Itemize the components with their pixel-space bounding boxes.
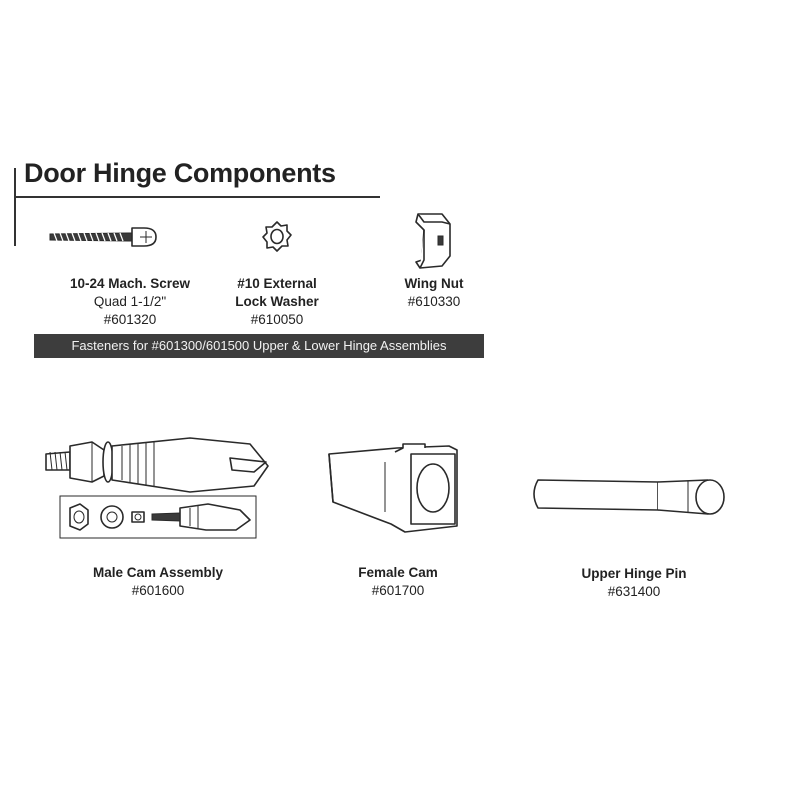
item-part-number: #631400 bbox=[607, 584, 661, 599]
part-male-cam-assembly: Male Cam Assembly #601600 bbox=[68, 564, 248, 600]
machine-screw-icon bbox=[49, 227, 157, 247]
fastener-item-wing-nut: Wing Nut #610330 bbox=[364, 275, 504, 311]
male-cam-assembly-icon bbox=[45, 437, 269, 539]
item-subtitle: Lock Washer bbox=[235, 294, 319, 309]
header-underline bbox=[14, 196, 380, 198]
page-title: Door Hinge Components bbox=[24, 158, 336, 188]
item-name: Wing Nut bbox=[404, 276, 464, 291]
item-name: #10 External bbox=[237, 276, 317, 291]
lock-washer-icon bbox=[262, 221, 292, 252]
item-name: Female Cam bbox=[358, 565, 438, 580]
fasteners-banner: Fasteners for #601300/601500 Upper & Low… bbox=[34, 334, 484, 358]
fastener-item-machine-screw: 10-24 Mach. Screw Quad 1-1/2" #601320 bbox=[40, 275, 220, 329]
female-cam-icon bbox=[328, 443, 458, 533]
part-upper-hinge-pin: Upper Hinge Pin #631400 bbox=[544, 565, 724, 601]
item-part-number: #610050 bbox=[250, 312, 304, 327]
wing-nut-icon bbox=[415, 213, 451, 269]
item-subtitle: Quad 1-1/2" bbox=[93, 294, 167, 309]
part-female-cam: Female Cam #601700 bbox=[318, 564, 478, 600]
item-part-number: #601700 bbox=[371, 583, 425, 598]
item-part-number: #601320 bbox=[103, 312, 157, 327]
fastener-item-lock-washer: #10 External Lock Washer #610050 bbox=[197, 275, 357, 329]
header-vertical-rule bbox=[14, 168, 16, 246]
item-name: Male Cam Assembly bbox=[92, 565, 224, 580]
item-part-number: #601600 bbox=[131, 583, 185, 598]
item-part-number: #610330 bbox=[407, 294, 461, 309]
item-name: 10-24 Mach. Screw bbox=[69, 276, 191, 291]
hinge-pin-icon bbox=[533, 479, 725, 515]
item-name: Upper Hinge Pin bbox=[581, 566, 687, 581]
